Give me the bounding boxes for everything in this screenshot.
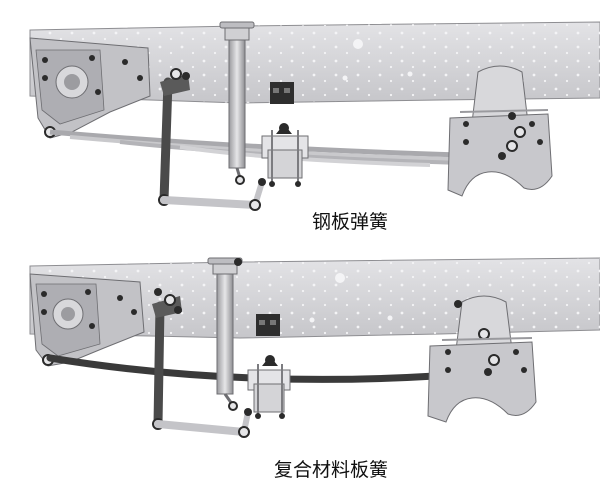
control-box	[270, 82, 294, 104]
stabilizer-link	[152, 288, 252, 438]
shock-absorber	[219, 21, 255, 185]
axle-u-bolt-clamp	[261, 123, 309, 187]
rear-hanger-bracket	[447, 65, 553, 197]
composite-leaf-spring-label: 复合材料板簧	[274, 459, 389, 481]
shock-absorber	[207, 257, 243, 411]
front-hanger-bracket	[29, 273, 145, 367]
watermark: 卡车之家	[8, 469, 68, 485]
composite-leaf-spring-assembly	[29, 257, 600, 438]
front-hanger-bracket	[29, 37, 151, 139]
control-box	[256, 314, 280, 336]
stabilizer-link	[158, 68, 266, 211]
steel-leaf-spring-assembly	[29, 21, 600, 211]
rear-hanger-bracket	[427, 295, 537, 423]
steel-leaf-spring-label: 钢板弹簧	[312, 211, 389, 233]
axle-u-bolt-clamp	[247, 355, 291, 419]
